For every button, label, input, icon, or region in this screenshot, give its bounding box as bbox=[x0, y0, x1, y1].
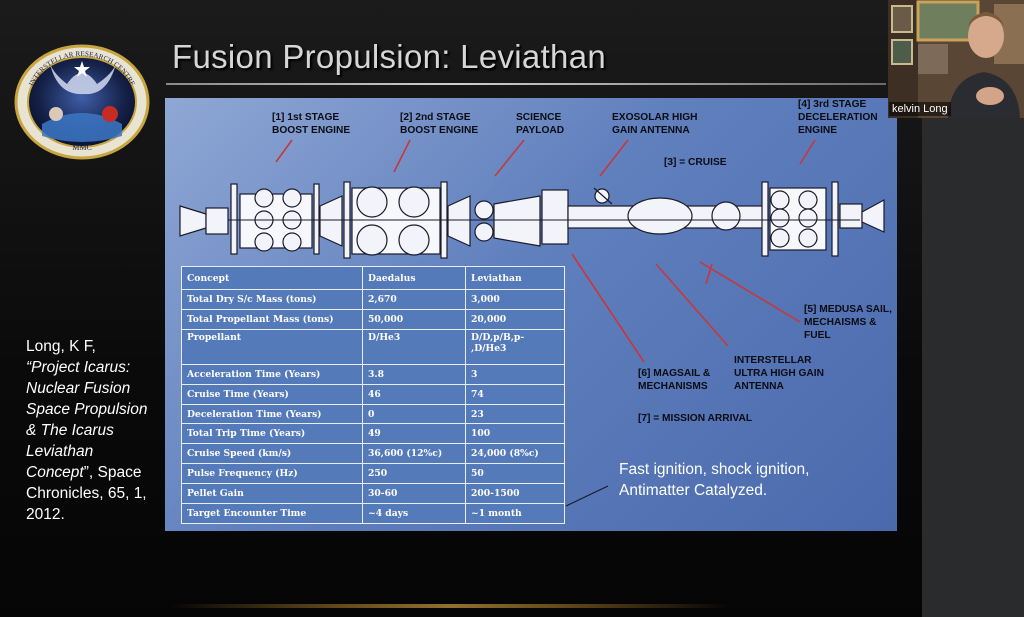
leviathan-spacecraft-diagram bbox=[179, 139, 885, 507]
table-cell: 100 bbox=[465, 423, 565, 445]
table-header-cell: Daedalus bbox=[362, 266, 466, 290]
logo-mmc-text: MMC bbox=[72, 143, 92, 152]
table-cell: Acceleration Time (Years) bbox=[181, 363, 363, 385]
table-cell: Total Propellant Mass (tons) bbox=[181, 308, 363, 330]
table-row: Cruise Speed (km/s)36,600 (12%c)24,000 (… bbox=[181, 443, 565, 465]
table-cell: 3 bbox=[465, 363, 565, 385]
irc-logo-icon: MMC INTERSTELLAR RESEARCH CENTRE bbox=[14, 44, 150, 160]
citation-text: Long, K F, “Project Icarus: Nuclear Fusio… bbox=[26, 336, 156, 525]
table-cell: Propellant bbox=[181, 328, 363, 365]
table-cell: 49 bbox=[362, 423, 466, 445]
table-cell: ~4 days bbox=[362, 503, 466, 524]
ignition-note: Fast ignition, shock ignition, Antimatte… bbox=[619, 461, 810, 499]
slide: MMC INTERSTELLAR RESEARCH CENTRE Fusion … bbox=[0, 0, 922, 617]
label-deceleration-engine: [4] 3rd STAGE DECELERATION ENGINE bbox=[798, 99, 878, 136]
label-cruise: [3] = CRUISE bbox=[664, 157, 727, 168]
table-cell: 2,670 bbox=[362, 289, 466, 310]
title-underline bbox=[166, 83, 886, 85]
table-cell: 50 bbox=[465, 463, 565, 485]
leader-lines bbox=[275, 139, 816, 363]
table-header-cell: Concept bbox=[181, 266, 363, 290]
label-medusa-sail: [5] MEDUSA SAIL, MECHAISMS & FUEL bbox=[804, 304, 892, 341]
table-cell: 250 bbox=[362, 463, 466, 485]
table-cell: 3,000 bbox=[465, 289, 565, 310]
label-magsail: [6] MAGSAIL & MECHANISMS bbox=[638, 368, 711, 392]
participant-name: kelvin Long bbox=[889, 102, 951, 116]
table-cell: 20,000 bbox=[465, 308, 565, 330]
table-cell: Cruise Time (Years) bbox=[181, 383, 363, 405]
table-header-cell: Leviathan bbox=[465, 266, 565, 290]
label-science-payload: SCIENCE PAYLOAD bbox=[516, 112, 565, 136]
table-cell: 74 bbox=[465, 383, 565, 405]
table-cell: 200-1500 bbox=[465, 483, 565, 505]
citation-line1: Long, K F, bbox=[26, 338, 96, 355]
citation-italic-title: “Project Icarus: Nuclear Fusion Space Pr… bbox=[26, 359, 148, 481]
table-cell: Deceleration Time (Years) bbox=[181, 403, 363, 425]
table-cell: 24,000 (8%c) bbox=[465, 443, 565, 465]
table-cell: 0 bbox=[362, 403, 466, 425]
table-cell: 46 bbox=[362, 383, 466, 405]
slide-title: Fusion Propulsion: Leviathan bbox=[172, 38, 606, 75]
table-row: Target Encounter Time~4 days~1 month bbox=[181, 503, 565, 524]
label-exosolar-antenna: EXOSOLAR HIGH GAIN ANTENNA bbox=[612, 112, 698, 136]
label-interstellar-antenna: INTERSTELLAR ULTRA HIGH GAIN ANTENNA bbox=[734, 355, 824, 392]
label-mission-arrival: [7] = MISSION ARRIVAL bbox=[638, 413, 753, 424]
table-cell: Pulse Frequency (Hz) bbox=[181, 463, 363, 485]
table-cell: D/He3 bbox=[362, 328, 466, 365]
table-cell: 36,600 (12%c) bbox=[362, 443, 466, 465]
participant-video-feed bbox=[888, 0, 1024, 118]
table-cell: Target Encounter Time bbox=[181, 503, 363, 524]
table-cell: 3.8 bbox=[362, 363, 466, 385]
label-stage1: [1] 1st STAGE BOOST ENGINE bbox=[272, 112, 351, 136]
citation-rest: ”, Space Chronicles, 65, 1, 2012. bbox=[26, 464, 147, 523]
table-cell: Cruise Speed (km/s) bbox=[181, 443, 363, 465]
label-stage2: [2] 2nd STAGE BOOST ENGINE bbox=[400, 112, 479, 136]
table-cell: 50,000 bbox=[362, 308, 466, 330]
participant-video-tile[interactable]: kelvin Long bbox=[888, 0, 1024, 118]
table-cell: Total Dry S/c Mass (tons) bbox=[181, 289, 363, 310]
bottom-glow-divider bbox=[170, 604, 730, 608]
table-cell: 23 bbox=[465, 403, 565, 425]
table-cell: D/D,p/B,p- ,D/He3 bbox=[465, 328, 565, 365]
table-cell: ~1 month bbox=[465, 503, 565, 524]
table-cell: 30-60 bbox=[362, 483, 466, 505]
table-cell: Total Trip Time (Years) bbox=[181, 423, 363, 445]
table-cell: Pellet Gain bbox=[181, 483, 363, 505]
